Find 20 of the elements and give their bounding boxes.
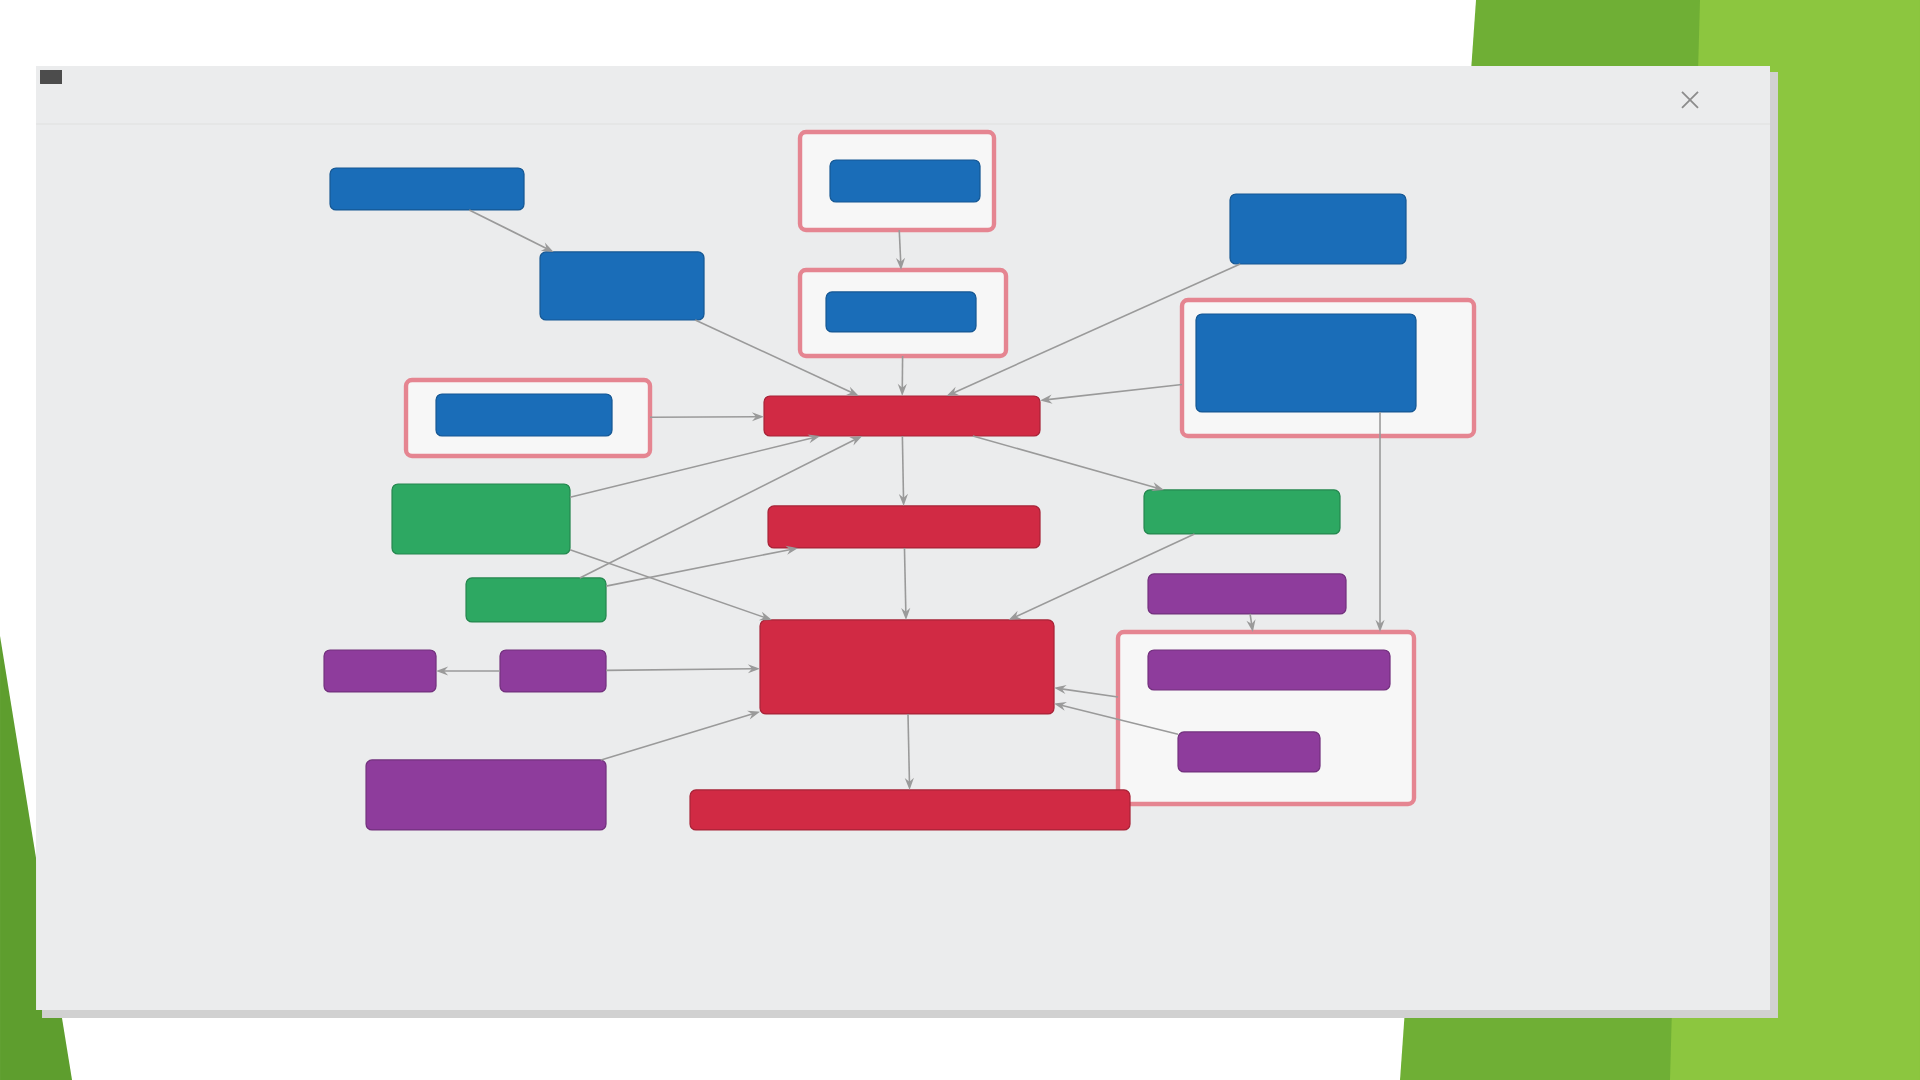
process-box <box>763 395 1041 437</box>
process-box <box>329 167 525 211</box>
process-box <box>689 789 1131 831</box>
process-box <box>435 393 613 437</box>
process-box <box>1177 731 1321 773</box>
process-box <box>539 251 705 321</box>
process-box <box>365 759 607 831</box>
process-box <box>1195 313 1417 413</box>
process-box <box>1229 193 1407 265</box>
process-box <box>465 577 607 623</box>
process-box <box>1143 489 1341 535</box>
process-box <box>499 649 607 693</box>
process-box <box>825 291 977 333</box>
process-box <box>1147 649 1391 691</box>
process-box <box>391 483 571 555</box>
process-box <box>323 649 437 693</box>
process-box <box>1147 573 1347 615</box>
process-box <box>829 159 981 203</box>
process-box <box>767 505 1041 549</box>
process-box <box>759 619 1055 715</box>
